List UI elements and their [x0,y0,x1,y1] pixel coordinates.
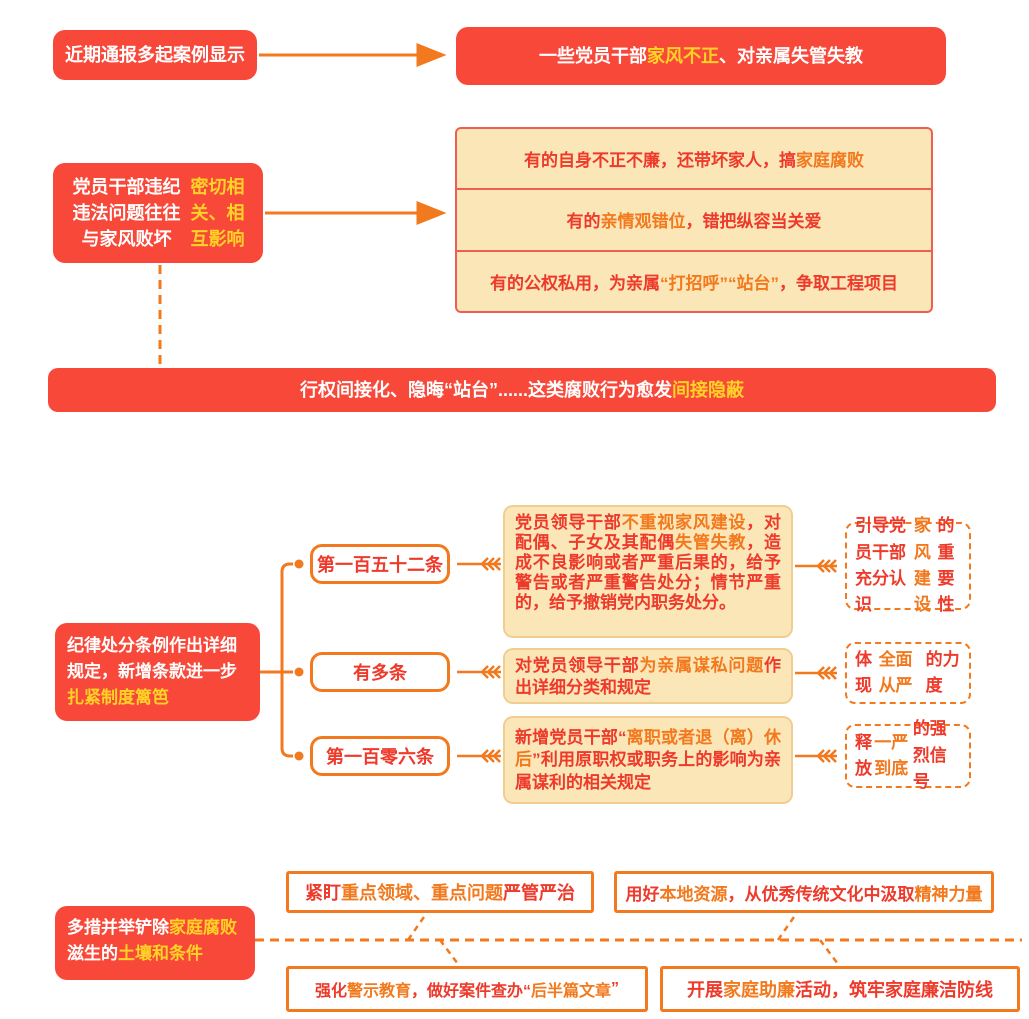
measures-box: 多措并举铲除家庭腐败滋生的土壤和条件 [55,906,255,980]
measure-item-box: 开展家庭助廉活动，筑牢家庭廉洁防线 [660,966,1020,1012]
factor-table: 有的自身不正不廉，还带坏家人，搞家庭腐败 有的亲情观错位，错把纵容当关爱 有的公… [455,127,933,313]
article-detail-box: 对党员领导干部为亲属谋私问题作出详细分类和规定 [503,648,793,704]
misconduct-summary-box: 一些党员干部家风不正、对亲属失管失教 [456,27,946,85]
chevron-connector-article-to-detail [457,562,501,758]
diagonal-connector [776,913,798,941]
article-pill-multiple: 有多条 [310,652,450,692]
diagonal-connector [439,939,459,965]
factor-row: 有的亲情观错位，错把纵容当关爱 [457,188,931,249]
branch-dot [294,751,304,761]
triple-chevron-icon [816,748,838,764]
triple-chevron-icon [816,558,838,574]
measure-item-box: 强化警示教育，做好案件查办“后半篇文章” [286,966,648,1012]
case-report-box: 近期通报多起案例显示 [53,30,257,80]
triple-chevron-icon [816,665,838,681]
triple-chevron-icon [480,556,502,572]
cause-box: 党员干部违纪违法问题往往与家风败坏密切相关、相互影响 [53,163,263,263]
article-detail-box: 新增党员干部“离职或者退（离）休后”利用原职权或职务上的影响为亲属谋利的相关规定 [503,716,793,804]
article-detail-box: 党员领导干部不重视家风建设，对配偶、子女及其配偶失管失教，造成不良影响或者严重后… [503,505,793,638]
branch-dot [294,667,304,677]
branch-dot [294,559,304,569]
triple-chevron-icon [480,664,502,680]
factor-row: 有的自身不正不廉，还带坏家人，搞家庭腐败 [524,151,864,171]
effect-box: 引导党员干部充分认识家风建设的重要性 [845,516,971,614]
factor-row: 有的公权私用，为亲属“打招呼”“站台”，争取工程项目 [457,249,931,311]
article-pill-106: 第一百零六条 [310,736,450,776]
effect-box: 体现全面从严的力度 [845,642,971,704]
diagonal-connector [819,939,839,965]
measure-item-box: 紧盯重点领域、重点问题严管严治 [286,871,594,913]
measure-item-box: 用好本地资源，从优秀传统文化中汲取精神力量 [614,871,994,913]
effect-box: 释放一严到底的强烈信号 [845,719,971,791]
tree-connector [260,562,293,758]
regulation-box: 纪律处分条例作出详细规定，新增条款进一步扎紧制度篱笆 [55,623,260,721]
diagonal-connector [406,913,428,941]
chevron-connector-detail-to-effect [795,564,837,758]
hidden-corruption-banner: 行权间接化、隐晦“站台”......这类腐败行为愈发间接隐蔽 [48,368,996,412]
article-pill-152: 第一百五十二条 [310,544,450,584]
triple-chevron-icon [480,748,502,764]
